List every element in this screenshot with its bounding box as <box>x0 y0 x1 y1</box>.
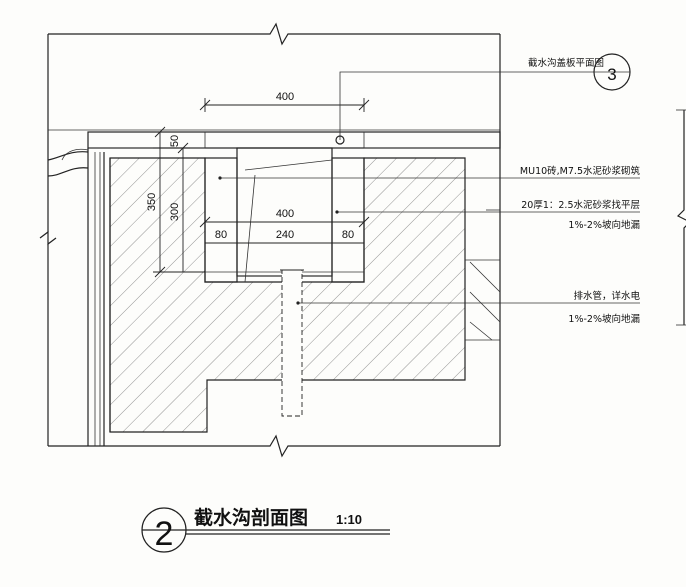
note-plaster: 20厚1：2.5水泥砂浆找平层 <box>521 199 640 211</box>
dim-depth-inner: 300 <box>169 203 181 221</box>
margin-break-line <box>676 109 686 326</box>
leader-lines <box>218 71 640 305</box>
dim-inner-width: 400 <box>276 208 294 220</box>
floor-slab <box>87 131 501 149</box>
note-drain: 排水管，详水电 <box>573 290 640 302</box>
dim-wall-right: 80 <box>342 229 354 241</box>
note-wall: MU10砖,M7.5水泥砂浆砌筑 <box>520 165 641 177</box>
dim-wall-left: 80 <box>215 229 227 241</box>
dim-channel-width: 240 <box>276 229 294 241</box>
dimension-lines <box>153 98 370 278</box>
title-block: 2 截水沟剖面图 1:10 <box>141 506 390 553</box>
title-index: 2 <box>155 515 174 553</box>
outer-frame <box>39 22 501 458</box>
note-slope-1: 1%-2%坡向地漏 <box>568 219 640 231</box>
dim-depth-outer: 350 <box>146 193 158 211</box>
drain-pipe <box>280 269 304 417</box>
left-wall <box>47 148 105 446</box>
drawing-scale: 1:10 <box>336 512 362 527</box>
ref-index: 3 <box>607 65 616 84</box>
right-steps <box>465 209 501 341</box>
ref-label: 截水沟盖板平面图 <box>528 57 604 69</box>
dim-top-width: 400 <box>276 91 294 103</box>
dim-slab-thickness: 50 <box>169 135 181 147</box>
ref-index-symbol: 3 <box>593 53 631 91</box>
note-slope-2: 1%-2%坡向地漏 <box>568 313 640 325</box>
drawing-title: 截水沟剖面图 <box>194 506 308 529</box>
